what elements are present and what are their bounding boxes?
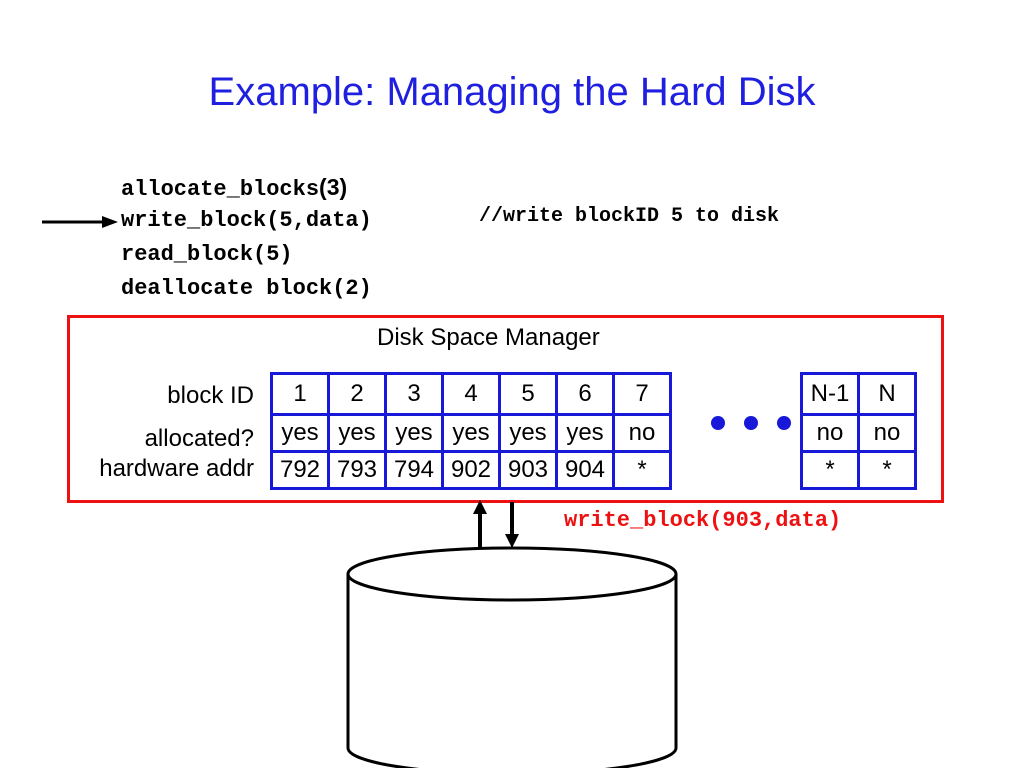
block-id-cell: N: [857, 372, 917, 416]
block-id-cell: 1: [270, 372, 330, 416]
allocated-cell: yes: [441, 413, 501, 453]
row-label-block-id: block ID: [167, 382, 254, 409]
allocated-cell: yes: [384, 413, 444, 453]
hardware-addr-row: 792 793 794 902 903 904 *: [270, 450, 672, 490]
hardware-addr-cell: 792: [270, 450, 330, 490]
hardware-addr-row: * *: [800, 450, 917, 490]
code-line-deallocate: deallocate block(2): [121, 276, 372, 301]
allocated-cell: yes: [555, 413, 615, 453]
code-line-allocate-name: allocate_blocks: [121, 177, 320, 202]
hardware-addr-cell: 794: [384, 450, 444, 490]
allocated-cell: no: [612, 413, 672, 453]
right-arrow-icon: [42, 216, 118, 228]
hardware-addr-cell: *: [800, 450, 860, 490]
ellipsis-dots-icon: [711, 416, 791, 430]
hardware-addr-cell: *: [857, 450, 917, 490]
allocated-cell: yes: [498, 413, 558, 453]
allocated-cell: yes: [327, 413, 387, 453]
allocated-row: yes yes yes yes yes yes no: [270, 413, 672, 453]
hardware-addr-cell: 902: [441, 450, 501, 490]
block-id-cell: 3: [384, 372, 444, 416]
block-id-cell: 5: [498, 372, 558, 416]
disk-space-manager-box: [67, 315, 944, 503]
allocated-cell: yes: [270, 413, 330, 453]
row-label-hardware-addr: hardware addr: [99, 455, 254, 482]
row-label-allocated: allocated?: [144, 425, 254, 452]
hardware-addr-cell: 903: [498, 450, 558, 490]
block-id-cell: 6: [555, 372, 615, 416]
block-table-tail: N-1 N no no * *: [800, 372, 917, 490]
hardware-addr-cell: *: [612, 450, 672, 490]
hardware-addr-cell: 793: [327, 450, 387, 490]
block-id-row: N-1 N: [800, 372, 917, 416]
block-id-cell: N-1: [800, 372, 860, 416]
block-id-cell: 4: [441, 372, 501, 416]
disk-write-call: write_block(903,data): [564, 508, 842, 533]
block-id-cell: 7: [612, 372, 672, 416]
block-id-row: 1 2 3 4 5 6 7: [270, 372, 672, 416]
slide-title: Example: Managing the Hard Disk: [208, 70, 816, 114]
code-line-read: read_block(5): [121, 242, 293, 267]
disk-space-manager-title: Disk Space Manager: [377, 324, 600, 351]
disk-cylinder-icon: [346, 546, 678, 768]
hardware-addr-cell: 904: [555, 450, 615, 490]
allocated-row: no no: [800, 413, 917, 453]
code-line-write: write_block(5,data): [121, 208, 372, 233]
code-line-allocate-arg: (3): [319, 174, 348, 200]
block-id-cell: 2: [327, 372, 387, 416]
up-down-arrows-icon: [473, 500, 519, 548]
code-line-allocate: allocate_blocks(3): [121, 170, 347, 207]
allocated-cell: no: [800, 413, 860, 453]
allocated-cell: no: [857, 413, 917, 453]
block-table-main: 1 2 3 4 5 6 7 yes yes yes yes yes yes no…: [270, 372, 672, 490]
code-comment: //write blockID 5 to disk: [479, 205, 780, 228]
